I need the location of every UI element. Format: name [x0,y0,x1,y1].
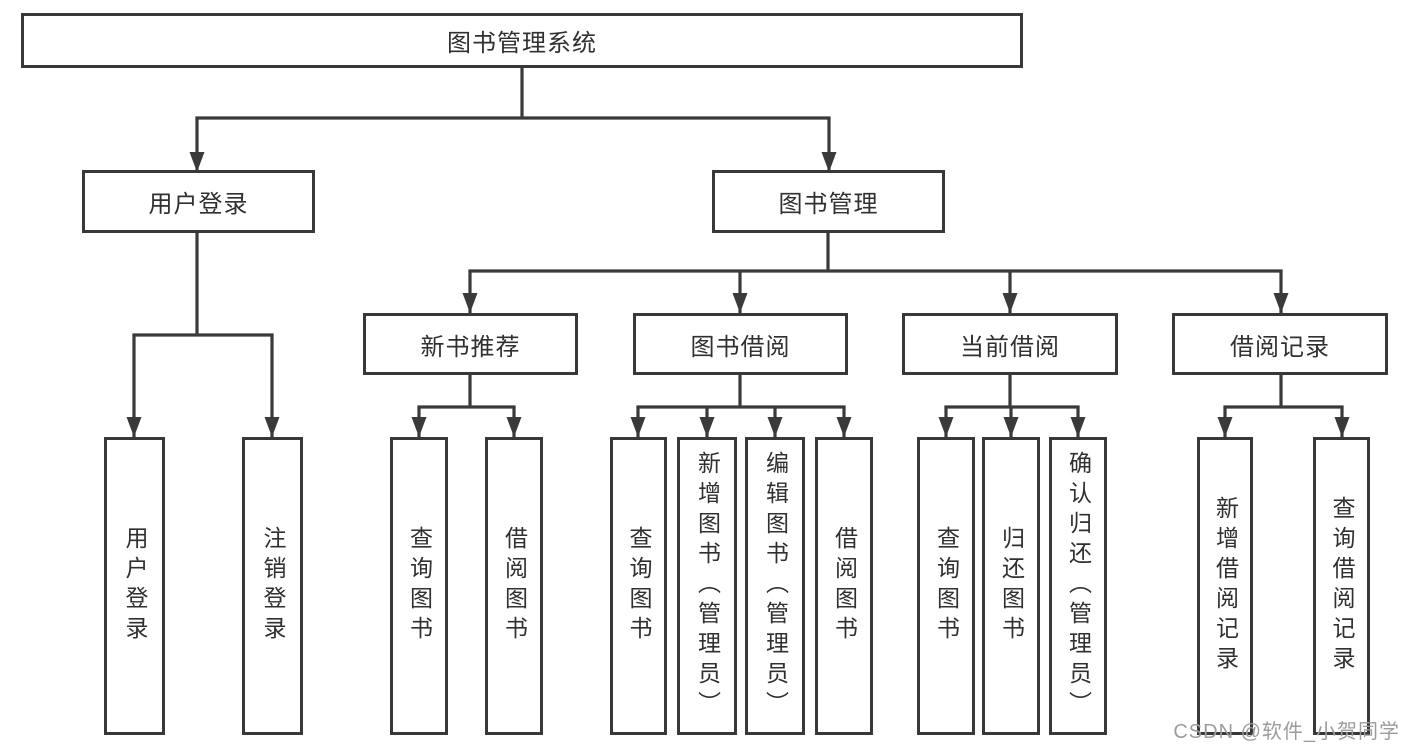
leaf-recommend-query-books: 查询图书 [390,437,448,735]
leaf-user-login: 用户登录 [104,437,165,735]
node-borrowing-records-label: 借阅记录 [1230,333,1330,361]
leaf-current-confirm-return: 确认归还（管理员） [1049,437,1107,735]
node-new-book-recommend-label: 新书推荐 [420,333,521,361]
leaf-borrowing-add-books: 新增图书（管理员） [677,437,737,735]
leaf-recommend-borrow-books: 借阅图书 [485,437,543,735]
node-new-book-recommend: 新书推荐 [363,313,578,375]
leaf-borrowing-query-books: 查询图书 [610,437,667,735]
leaf-current-return-books-label: 归还图书 [998,526,1025,646]
node-root: 图书管理系统 [21,13,1023,68]
node-user-login-label: 用户登录 [148,191,249,218]
leaf-records-query-record: 查询借阅记录 [1313,437,1370,735]
csdn-watermark: CSDN @软件_小贺同学 [1173,721,1400,743]
node-borrowing-records: 借阅记录 [1172,313,1388,375]
leaf-logout-label: 注销登录 [260,526,286,646]
leaf-borrowing-edit-books: 编辑图书（管理员） [745,437,805,735]
node-root-label: 图书管理系统 [447,30,597,57]
leaf-borrowing-borrow-books: 借阅图书 [815,437,873,735]
leaf-recommend-query-books-label: 查询图书 [406,526,433,646]
leaf-borrowing-borrow-books-label: 借阅图书 [831,526,858,646]
leaf-borrowing-query-books-label: 查询图书 [626,526,652,646]
leaf-records-query-record-label: 查询借阅记录 [1329,496,1355,676]
leaf-current-confirm-return-label: 确认归还（管理员） [1065,451,1092,721]
leaf-logout: 注销登录 [242,437,303,735]
leaf-records-add-record-label: 新增借阅记录 [1212,496,1239,676]
leaf-borrowing-add-books-label: 新增图书（管理员） [694,451,721,721]
node-book-management-label: 图书管理 [778,191,879,218]
leaf-current-query-books-label: 查询图书 [933,526,960,646]
leaf-records-add-record: 新增借阅记录 [1197,437,1253,735]
node-book-borrowing-label: 图书借阅 [690,333,791,361]
leaf-current-return-books: 归还图书 [982,437,1040,735]
node-current-borrowing: 当前借阅 [902,313,1118,375]
leaf-current-query-books: 查询图书 [917,437,975,735]
node-current-borrowing-label: 当前借阅 [960,333,1060,361]
leaf-recommend-borrow-books-label: 借阅图书 [501,526,528,646]
leaf-user-login-label: 用户登录 [122,526,148,646]
node-book-borrowing: 图书借阅 [633,313,848,375]
node-user-login: 用户登录 [82,170,315,233]
leaf-borrowing-edit-books-label: 编辑图书（管理员） [762,451,789,721]
node-book-management: 图书管理 [712,170,945,233]
